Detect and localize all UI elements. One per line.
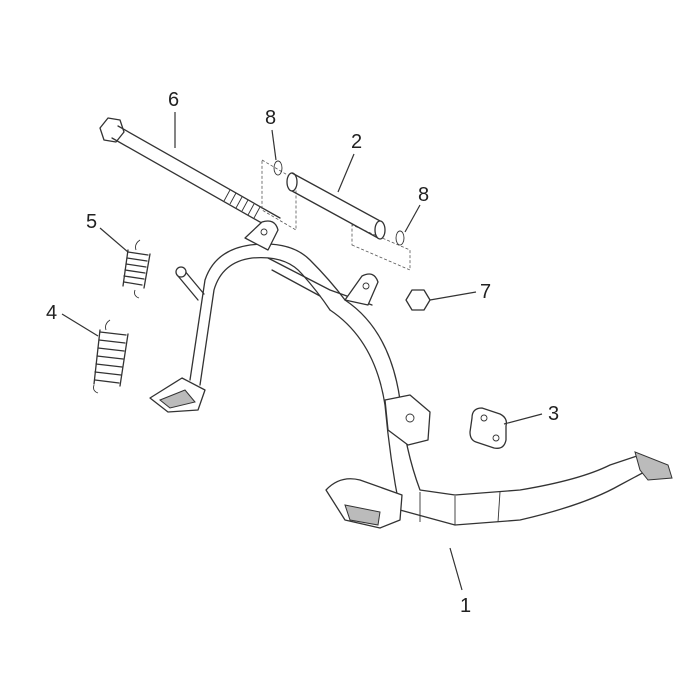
pivot-bolt [99,117,281,231]
callout-3: 3 [548,403,559,425]
bracket-plate [469,407,508,449]
callout-8-upper: 8 [265,107,276,129]
callout-8-lower: 8 [418,184,429,206]
leader-lines [61,112,543,591]
callout-2: 2 [351,131,362,153]
spacer-tube [286,172,386,240]
nut [405,289,431,311]
callout-7: 7 [480,281,491,303]
large-spring [93,319,129,394]
callout-4: 4 [46,302,57,324]
washer-upper [261,159,297,231]
washer-lower [351,224,411,271]
callout-5: 5 [86,211,97,233]
callout-6: 6 [168,89,179,111]
callout-1: 1 [460,595,471,617]
center-stand [149,220,673,529]
small-spring [122,239,151,299]
